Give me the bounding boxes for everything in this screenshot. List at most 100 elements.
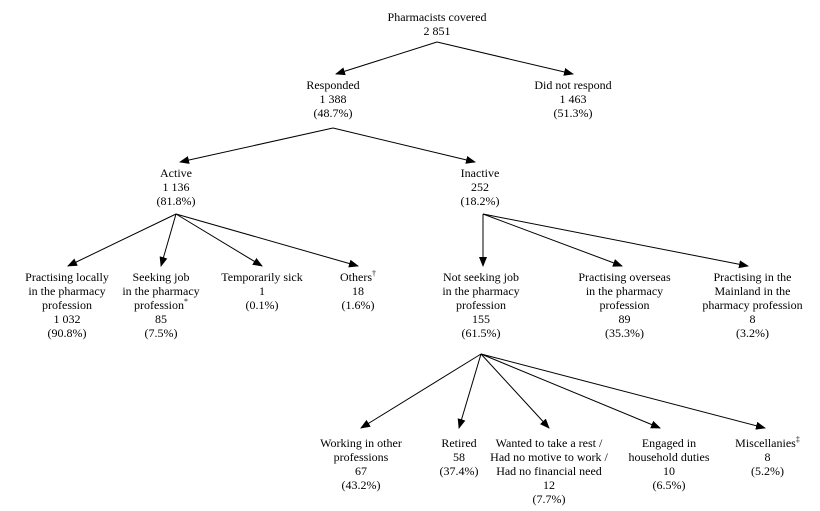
footnote-mark: ‡ — [795, 435, 800, 444]
node-percent: (6.5%) — [652, 478, 686, 492]
node-miscellanies: Miscellanies‡ 8 (5.2%) — [720, 435, 815, 479]
edge-active-seeking — [159, 213, 177, 267]
node-label-line: Practising locally — [25, 270, 109, 284]
node-label-line: professions — [333, 450, 389, 464]
node-label: Responded — [306, 78, 360, 92]
node-percent: (0.1%) — [245, 298, 279, 312]
footnote-mark: * — [184, 297, 188, 306]
node-label-line: Mainland in the — [714, 284, 791, 298]
node-percent: (48.7%) — [313, 106, 353, 120]
node-label-line: Engaged in — [641, 436, 697, 450]
node-label-line: Wanted to take a rest / — [495, 436, 603, 450]
node-label-line: Practising in the — [713, 270, 792, 284]
node-label: Others† — [323, 269, 393, 285]
edge-notseek-retired — [457, 353, 482, 429]
node-label-line: in the pharmacy — [585, 284, 664, 298]
node-count: 10 — [663, 464, 675, 478]
node-wanted-rest: Wanted to take a rest / Had no motive to… — [484, 436, 614, 506]
edge-active-others — [175, 213, 359, 268]
node-percent: (61.5%) — [461, 326, 501, 340]
node-percent: (35.3%) — [605, 326, 644, 340]
node-label: Temporarily sick — [221, 270, 303, 284]
node-label: Miscellanies‡ — [720, 435, 815, 451]
node-label-line: Seeking job — [132, 270, 190, 284]
node-label-text: Others — [340, 270, 372, 284]
node-seeking-job: Seeking job in the pharmacy profession* … — [111, 270, 211, 340]
node-count: 12 — [543, 478, 555, 492]
node-label-line: profession — [456, 298, 506, 312]
node-label-line: household duties — [628, 450, 710, 464]
node-label-line: in the pharmacy — [442, 284, 520, 298]
node-label: Did not respond — [534, 78, 612, 92]
node-count: 8 — [749, 312, 756, 326]
node-count: 1 388 — [319, 92, 347, 106]
edge-covered-responded — [335, 41, 438, 76]
node-inactive: Inactive 252 (18.2%) — [430, 166, 530, 208]
edge-covered-noresp — [436, 41, 574, 76]
node-label-line: pharmacy profession — [702, 298, 803, 312]
node-others: Others† 18 (1.6%) — [323, 269, 393, 313]
node-count: 89 — [618, 312, 631, 326]
node-label: Pharmacists covered — [387, 10, 487, 24]
node-label-line: Not seeking job — [443, 270, 519, 284]
node-percent: (7.5%) — [144, 326, 178, 340]
node-pharmacists-covered: Pharmacists covered 2 851 — [357, 10, 517, 38]
node-label-line: profession — [599, 298, 650, 312]
node-count: 155 — [472, 312, 490, 326]
node-retired: Retired 58 (37.4%) — [424, 436, 494, 478]
node-label-text: Miscellanies — [735, 436, 796, 450]
node-percent: (90.8%) — [47, 326, 87, 340]
node-label: Inactive — [460, 166, 500, 180]
node-percent: (18.2%) — [460, 194, 500, 208]
node-label-line: Working in other — [320, 436, 402, 450]
node-percent: (7.7%) — [532, 492, 566, 506]
node-percent: (5.2%) — [751, 464, 784, 478]
node-count: 18 — [352, 284, 364, 298]
node-label-line: Had no financial need — [496, 464, 602, 478]
node-label-line: in the pharmacy — [28, 284, 106, 298]
footnote-mark: † — [372, 269, 376, 278]
edge-inactive-overseas — [482, 213, 623, 267]
node-practising-overseas: Practising overseas in the pharmacy prof… — [562, 270, 687, 340]
node-active: Active 1 136 (81.8%) — [126, 166, 226, 208]
edge-notseek-household — [480, 353, 661, 429]
node-percent: (37.4%) — [439, 464, 479, 478]
edge-notseek-otherprof — [360, 353, 482, 429]
node-label: Active — [160, 166, 192, 180]
node-label-line: profession — [42, 298, 92, 312]
edge-responded-active — [179, 127, 334, 164]
edge-responded-inactive — [332, 127, 476, 164]
node-label-line: Had no motive to work / — [490, 450, 608, 464]
node-not-seeking-job: Not seeking job in the pharmacy professi… — [426, 270, 536, 340]
node-practising-mainland: Practising in the Mainland in the pharma… — [690, 270, 815, 340]
edge-active-sick — [175, 213, 263, 267]
node-percent: (1.6%) — [341, 298, 375, 312]
node-percent: (81.8%) — [156, 194, 196, 208]
node-household-duties: Engaged in household duties 10 (6.5%) — [614, 436, 724, 492]
node-count: 85 — [155, 312, 167, 326]
node-count: 58 — [453, 450, 465, 464]
edge-notseek-rest — [480, 353, 550, 429]
node-percent: (3.2%) — [736, 326, 769, 340]
node-count: 1 463 — [559, 92, 587, 106]
node-count: 1 032 — [53, 312, 81, 326]
node-count: 252 — [471, 180, 489, 194]
node-label-line: Practising overseas — [578, 270, 671, 284]
node-did-not-respond: Did not respond 1 463 (51.3%) — [513, 78, 633, 120]
node-responded: Responded 1 388 (48.7%) — [273, 78, 393, 120]
node-practising-locally: Practising locally in the pharmacy profe… — [2, 270, 132, 340]
node-count: 2 851 — [423, 24, 451, 38]
node-percent: (51.3%) — [553, 106, 593, 120]
node-label: Retired — [441, 436, 477, 450]
node-count: 1 136 — [162, 180, 190, 194]
node-working-other-professions: Working in other professions 67 (43.2%) — [311, 436, 411, 492]
node-label-text: profession — [134, 298, 184, 312]
node-label-line: profession* — [111, 297, 211, 313]
edge-active-local — [67, 213, 177, 267]
node-percent: (43.2%) — [341, 478, 381, 492]
node-count: 67 — [355, 464, 367, 478]
edge-inactive-mainland — [482, 213, 749, 269]
edge-notseek-misc — [480, 353, 766, 430]
